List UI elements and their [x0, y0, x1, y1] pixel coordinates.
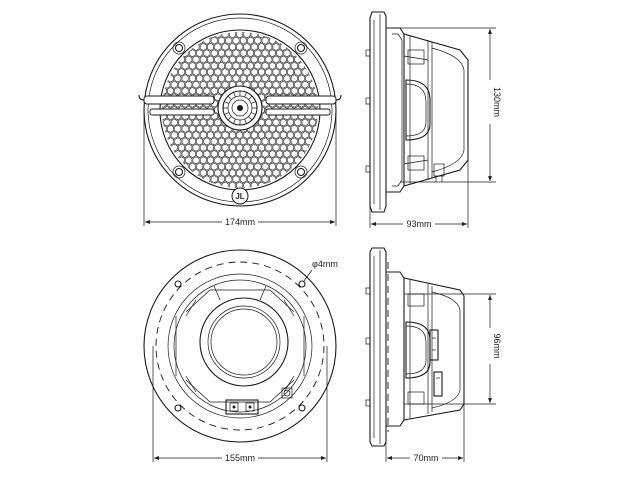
rear-side-flange — [369, 247, 387, 447]
dim-label-rear-width: 155mm — [225, 453, 255, 463]
dim-label-front-width: 174mm — [225, 217, 255, 227]
logo-text: JL — [235, 192, 244, 201]
rear-view: φ4mm 155mm — [143, 249, 338, 463]
dim-label-side-depth: 93mm — [406, 219, 431, 229]
rear-side-basket — [386, 271, 465, 427]
dim-label-side-height: 130mm — [492, 87, 502, 117]
tweeter — [217, 85, 263, 131]
tweeter-spoke — [250, 112, 256, 115]
rear-basket-rim — [167, 273, 313, 419]
front-mount-screws — [172, 41, 308, 179]
tweeter-spoke — [248, 116, 253, 121]
rear-outer-ring — [143, 249, 337, 443]
rear-terminal — [225, 387, 293, 415]
cutout-circle — [155, 261, 325, 431]
tweeter-spoke — [233, 118, 236, 124]
tweeter-spoke — [250, 101, 256, 104]
rear-basket-frame — [175, 285, 305, 403]
side-flange — [369, 11, 387, 213]
tweeter-spoke — [244, 92, 247, 98]
tweeter-spoke — [227, 95, 232, 100]
rear-magnet — [199, 297, 289, 387]
tweeter-spoke — [227, 116, 232, 121]
front-view: JL 174mm — [138, 13, 342, 227]
dim-label-rear-height: 96mm — [492, 333, 502, 358]
dim-label-hole-diameter: φ4mm — [312, 259, 338, 269]
tweeter-spoke — [224, 101, 230, 104]
tweeter-spoke — [244, 118, 247, 124]
tweeter-spoke — [248, 95, 253, 100]
rear-side-view: 96mm 70mm — [365, 247, 502, 463]
grille-bars — [138, 94, 342, 116]
side-view: 130mm 93mm — [365, 11, 502, 229]
rear-mount-holes — [174, 280, 306, 412]
tweeter-spoke — [233, 92, 236, 98]
brand-logo: JL — [231, 187, 249, 205]
dim-label-rear-depth: 70mm — [413, 453, 438, 463]
side-basket — [386, 27, 469, 193]
tweeter-spoke — [224, 112, 230, 115]
